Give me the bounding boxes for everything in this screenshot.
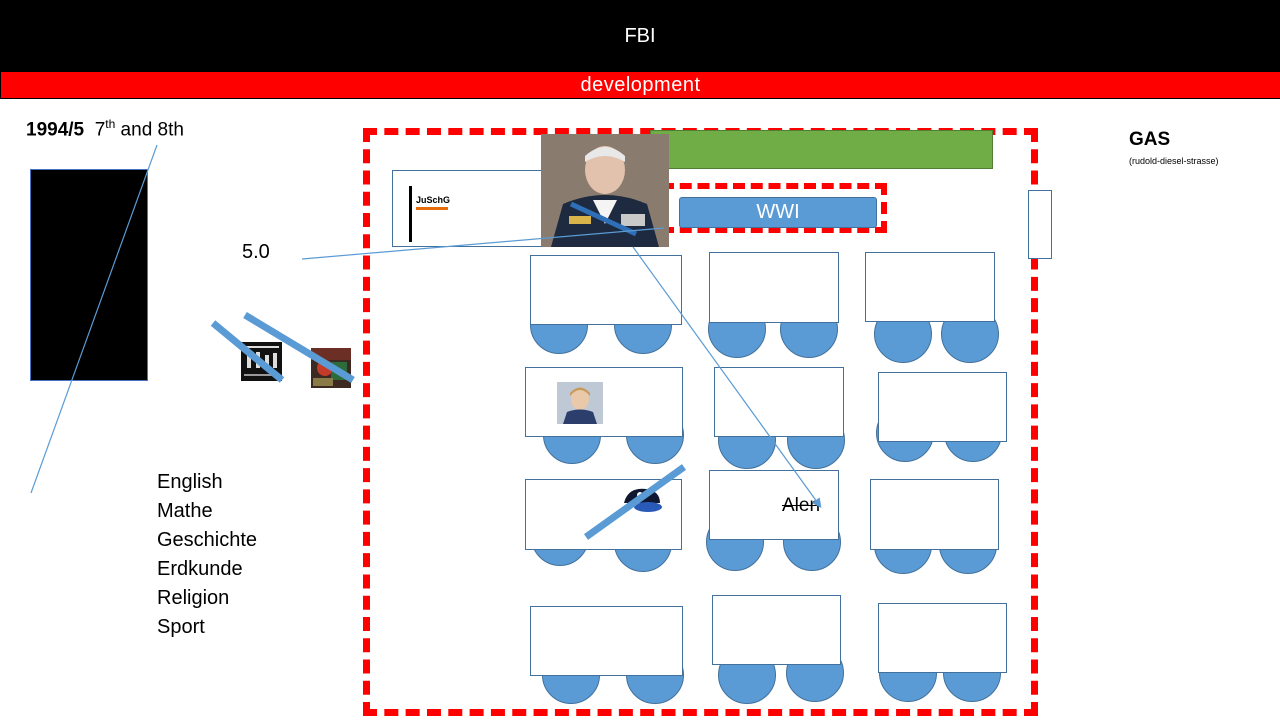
person-icon [557, 382, 603, 424]
painting-thumbnail [311, 348, 351, 388]
desk [530, 606, 683, 676]
document-accent [416, 207, 448, 210]
grade-start: 7 [94, 119, 106, 141]
year-value: 1994/5 [26, 119, 85, 141]
desk [870, 479, 999, 550]
gas-label: GAS [1129, 129, 1171, 150]
subtitle-bar: development [0, 72, 1280, 99]
subtitle-text: development [580, 73, 701, 96]
cap-icon [620, 483, 662, 513]
poster-art-icon [244, 346, 279, 376]
subject-item: Sport [157, 616, 205, 638]
poster-thumbnail [241, 342, 282, 381]
grade-start-suffix: th [105, 117, 116, 131]
title-text: FBI [624, 24, 656, 47]
subject-list: English Mathe Geschichte Erdkunde Religi… [157, 468, 257, 642]
subject-item: Erdkunde [157, 558, 243, 580]
document-title: JuSchG [416, 195, 451, 205]
desk [714, 367, 844, 437]
desk [865, 252, 995, 322]
grade-rest: and 8th [115, 119, 184, 141]
desk [709, 252, 839, 323]
subject-item: Religion [157, 587, 230, 609]
desk [712, 595, 841, 665]
subject-item: Geschichte [157, 529, 258, 551]
door [1028, 190, 1052, 259]
person-icon [541, 134, 669, 247]
painting-art-icon [311, 348, 351, 386]
green-board [650, 130, 993, 169]
person-photo [557, 382, 603, 424]
subject-item: Mathe [157, 500, 213, 522]
wwi-label: WWI [756, 201, 800, 223]
desk [525, 367, 683, 437]
desk [530, 255, 682, 325]
desk [878, 603, 1007, 673]
portrait-photo [541, 134, 669, 247]
black-panel [30, 169, 148, 381]
struck-name: Alen [782, 495, 821, 516]
year-label: 1994/5 7th and 8th [26, 117, 184, 141]
wwi-box: WWI [679, 197, 877, 228]
score-label: 5.0 [242, 241, 270, 263]
gas-address: (rudold-diesel-strasse) [1129, 156, 1219, 166]
desk [878, 372, 1007, 442]
subject-item: English [157, 471, 223, 493]
title-bar: FBI [0, 0, 1280, 72]
